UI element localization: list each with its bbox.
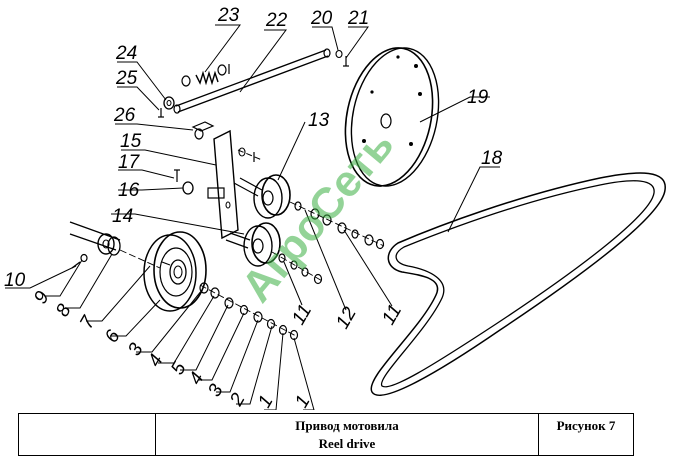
callout-8: 8 — [52, 300, 76, 320]
callout-18: 18 — [481, 148, 503, 169]
callout-12: 12 — [332, 303, 361, 332]
callout-25: 25 — [115, 68, 138, 89]
washers-nuts-lower — [199, 282, 299, 341]
bracket-15 — [191, 121, 263, 240]
shaft-end-8 — [69, 221, 161, 269]
title-block-title: Привод мотовила Reel drive — [155, 413, 539, 456]
callout-24: 24 — [115, 43, 137, 64]
callout-17: 17 — [118, 152, 141, 173]
callout-16: 16 — [118, 180, 140, 201]
spring-23 — [181, 64, 230, 87]
callout-15: 15 — [120, 131, 142, 152]
callout-11-a: 11 — [288, 301, 316, 329]
callout-22: 22 — [265, 10, 288, 31]
callout-20: 20 — [310, 8, 333, 29]
callout-4-a: 4 — [144, 351, 167, 371]
shaft-22 — [173, 48, 331, 114]
callout-23: 23 — [217, 5, 240, 26]
title-en: Reel drive — [318, 436, 376, 451]
callout-19: 19 — [467, 87, 489, 108]
washer-16-pin-17 — [174, 169, 194, 195]
washers-nuts-upper — [289, 201, 385, 250]
callout-13: 13 — [308, 110, 330, 131]
callout-9: 9 — [30, 287, 54, 307]
callout-2: 2 — [226, 389, 250, 410]
callout-4-b: 4 — [185, 369, 208, 389]
callout-21: 21 — [347, 8, 369, 29]
callout-7: 7 — [76, 312, 100, 333]
callout-3-a: 3 — [124, 339, 148, 359]
title-block-empty-cell — [18, 413, 156, 456]
callout-numbers: 23 22 20 21 24 25 26 15 13 19 17 16 18 1… — [4, 5, 503, 410]
callout-14: 14 — [112, 206, 133, 227]
title-ru: Привод мотовила — [295, 418, 399, 433]
callout-11-b: 11 — [378, 301, 406, 329]
washers-nuts-middle — [271, 251, 325, 285]
callout-3-b: 3 — [204, 380, 228, 400]
idler-pulley-13 — [233, 174, 291, 219]
drive-pulley-6 — [143, 231, 207, 312]
callout-26: 26 — [113, 105, 136, 126]
exploded-view-drawing: 23 22 20 21 24 25 26 15 13 19 17 16 18 1… — [4, 5, 666, 410]
callout-10: 10 — [4, 270, 26, 291]
drive-belt-18 — [370, 172, 666, 396]
callout-1-a: 1 — [254, 392, 277, 410]
title-block: Привод мотовила Reel drive Рисунок 7 — [18, 413, 634, 456]
callout-6: 6 — [101, 326, 125, 346]
washers-24-25 — [158, 49, 349, 118]
leader-lines — [5, 24, 500, 410]
sprocket-disc-19 — [344, 47, 440, 187]
idler-pulley-14 — [225, 222, 281, 267]
callout-1-b: 1 — [291, 392, 314, 410]
figure-label: Рисунок 7 — [538, 413, 634, 456]
